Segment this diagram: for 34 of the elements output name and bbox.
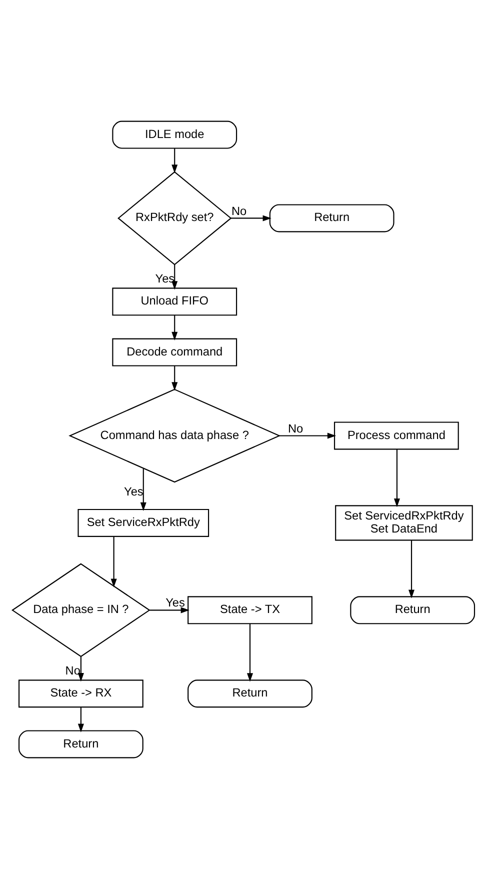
edge-label: No (288, 421, 304, 436)
node-box: Return (269, 204, 394, 232)
edge-label: Yes (124, 484, 144, 498)
node-box: Return (350, 596, 476, 624)
arrow (172, 316, 178, 340)
edge-label: Yes (166, 596, 185, 610)
node-box: State -> RX (18, 680, 144, 708)
node-diamond: Command has data phase ? (68, 388, 281, 483)
node-box: Unload FIFO (112, 288, 238, 316)
node-box: State -> TX (188, 596, 312, 624)
node-box: Set ServiceRxPktRdy (78, 508, 210, 537)
arrow (172, 366, 178, 391)
arrow (172, 148, 178, 174)
arrow (230, 215, 272, 222)
arrow (408, 540, 415, 598)
edge-label: No (231, 204, 247, 218)
node-box: IDLE mode (112, 120, 238, 149)
node-box: Return (18, 730, 144, 758)
arrow (140, 468, 146, 511)
arrow (172, 264, 178, 290)
node-diamond: RxPktRdy set? (118, 171, 232, 266)
arrow (246, 624, 253, 682)
arrow (78, 707, 84, 732)
arrow (78, 656, 84, 682)
arrow (394, 449, 400, 508)
arrow (279, 432, 336, 439)
node-box: Process command (334, 422, 459, 450)
node-box: Set ServicedRxPktRdy Set DataEnd (335, 505, 473, 541)
edge-label: No (65, 664, 80, 678)
arrow (110, 536, 117, 588)
node-diamond: Data phase = IN ? (11, 563, 150, 658)
node-box: Return (188, 680, 312, 708)
arrow (150, 607, 190, 614)
node-box: Decode command (112, 338, 238, 366)
